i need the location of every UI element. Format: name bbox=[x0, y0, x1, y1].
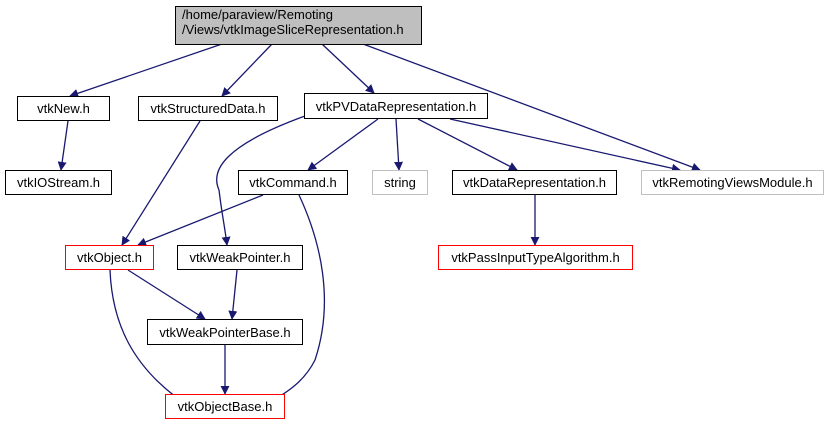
node-label: vtkDataRepresentation.h bbox=[462, 175, 607, 190]
node-vtkPassInputTypeAlgorithm[interactable]: vtkPassInputTypeAlgorithm.h bbox=[438, 245, 633, 270]
node-label: vtkStructuredData.h bbox=[150, 101, 266, 116]
node-vtkWeakPointerBase[interactable]: vtkWeakPointerBase.h bbox=[147, 319, 303, 345]
edge-vtkPVDataRepresentation-to-vtkRemotingViewsModule bbox=[449, 118, 681, 173]
node-vtkIOStream[interactable]: vtkIOStream.h bbox=[5, 170, 112, 195]
node-label: vtkIOStream.h bbox=[16, 175, 101, 190]
node-label: vtkRemotingViewsModule.h bbox=[652, 175, 813, 190]
node-vtkDataRepresentation[interactable]: vtkDataRepresentation.h bbox=[452, 170, 617, 195]
edge-root-to-vtkPVDataRepresentation bbox=[321, 43, 375, 94]
node-label: vtkPVDataRepresentation.h bbox=[315, 98, 477, 114]
node-label: vtkWeakPointerBase.h bbox=[159, 324, 291, 340]
node-vtkWeakPointer[interactable]: vtkWeakPointer.h bbox=[177, 245, 303, 270]
node-vtkStructuredData[interactable]: vtkStructuredData.h bbox=[138, 96, 278, 121]
node-vtkObjectBase[interactable]: vtkObjectBase.h bbox=[165, 394, 285, 419]
node-label: vtkCommand.h bbox=[249, 175, 337, 190]
node-string: string bbox=[372, 170, 428, 195]
edge-vtkWeakPointer-to-vtkWeakPointerBase bbox=[228, 269, 238, 320]
node-label: vtkWeakPointer.h bbox=[189, 250, 291, 265]
edge-vtkStructuredData-to-vtkObject bbox=[121, 120, 201, 246]
edge-vtkCommand-to-vtkObjectBase bbox=[255, 194, 326, 411]
edge-vtkPVDataRepresentation-to-vtkWeakPointer bbox=[216, 115, 306, 246]
node-vtkCommand[interactable]: vtkCommand.h bbox=[238, 170, 348, 195]
edge-root-to-vtkStructuredData bbox=[221, 43, 273, 97]
node-vtkNew[interactable]: vtkNew.h bbox=[17, 96, 110, 121]
root-path-line1: /home/paraview/Remoting bbox=[182, 7, 334, 22]
node-vtkPVDataRepresentation[interactable]: vtkPVDataRepresentation.h bbox=[304, 93, 488, 119]
edge-vtkPVDataRepresentation-to-vtkCommand bbox=[307, 118, 379, 171]
node-label: string bbox=[384, 175, 416, 190]
node-label: vtkObject.h bbox=[76, 250, 143, 265]
root-file-node: /home/paraview/Remoting /Views/vtkImageS… bbox=[175, 6, 422, 45]
node-vtkRemotingViewsModule: vtkRemotingViewsModule.h bbox=[641, 170, 824, 195]
edge-vtkCommand-to-vtkObject bbox=[137, 194, 264, 247]
node-label: vtkObjectBase.h bbox=[177, 399, 273, 414]
node-vtkObject[interactable]: vtkObject.h bbox=[65, 245, 154, 270]
edge-vtkObject-to-vtkWeakPointerBase bbox=[127, 269, 206, 320]
edge-vtkPVDataRepresentation-to-vtkDataRepresentation bbox=[417, 118, 518, 171]
node-label: vtkNew.h bbox=[37, 101, 90, 116]
edge-vtkNew-to-vtkIOStream bbox=[57, 120, 69, 171]
edge-root-to-vtkRemotingViewsModule bbox=[362, 43, 701, 172]
edge-root-to-vtkNew bbox=[69, 43, 223, 98]
edge-vtkPVDataRepresentation-to-string bbox=[394, 118, 404, 171]
root-path-line2: /Views/vtkImageSliceRepresentation.h bbox=[182, 22, 404, 37]
node-label: vtkPassInputTypeAlgorithm.h bbox=[451, 250, 620, 265]
